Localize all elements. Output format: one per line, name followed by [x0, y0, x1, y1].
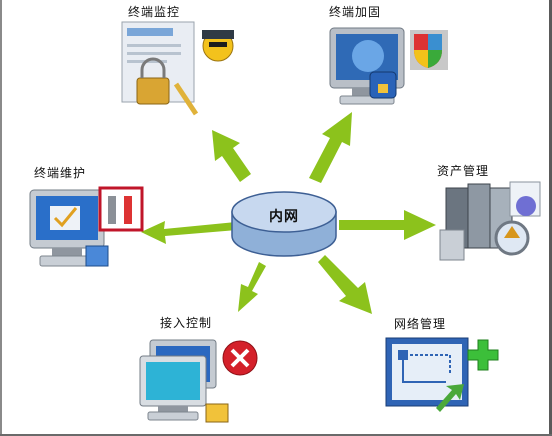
arrows [141, 112, 436, 314]
harden-label: 终端加固 [329, 5, 382, 19]
harden-monitor-icon [329, 27, 448, 105]
network-chart-icon [385, 337, 499, 412]
arrow-to-asset [339, 210, 436, 240]
asset-label: 资产管理 [437, 164, 490, 178]
left-border [0, 0, 2, 436]
arrow-to-monitor [212, 130, 251, 182]
bottom-border [0, 434, 552, 436]
arrow-to-access [238, 262, 266, 312]
right-border [549, 0, 552, 436]
access-label: 接入控制 [160, 316, 213, 330]
maintain-label: 终端维护 [34, 166, 87, 180]
access-monitors-icon [139, 339, 258, 423]
asset-binders-icon [439, 181, 541, 261]
network-label: 网络管理 [394, 317, 447, 331]
center-label: 内网 [269, 209, 299, 225]
monitor-document-icon [121, 21, 234, 116]
center-disk [231, 191, 337, 257]
arrow-to-maintain [141, 221, 237, 244]
arrow-to-network [318, 255, 372, 314]
monitor-label: 终端监控 [128, 5, 181, 19]
arrow-to-harden [309, 112, 352, 183]
maintain-monitor-icon [29, 186, 144, 267]
